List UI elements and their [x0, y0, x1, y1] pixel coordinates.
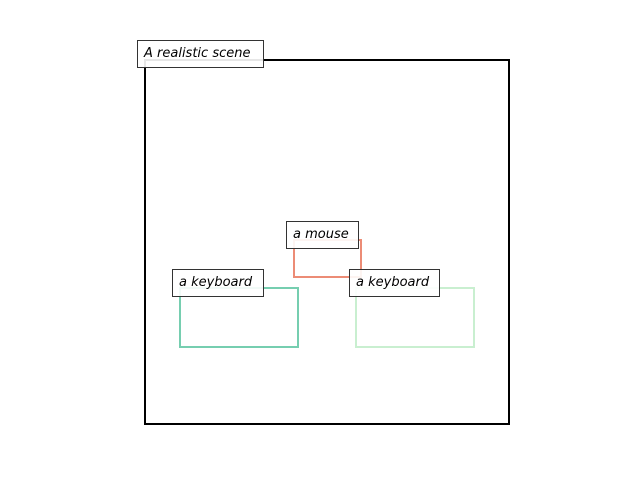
keyboard-label-right: a keyboard — [349, 269, 440, 297]
scene-title-label: A realistic scene — [137, 40, 264, 68]
keyboard-label-left: a keyboard — [172, 269, 264, 297]
mouse-label: a mouse — [286, 221, 359, 249]
